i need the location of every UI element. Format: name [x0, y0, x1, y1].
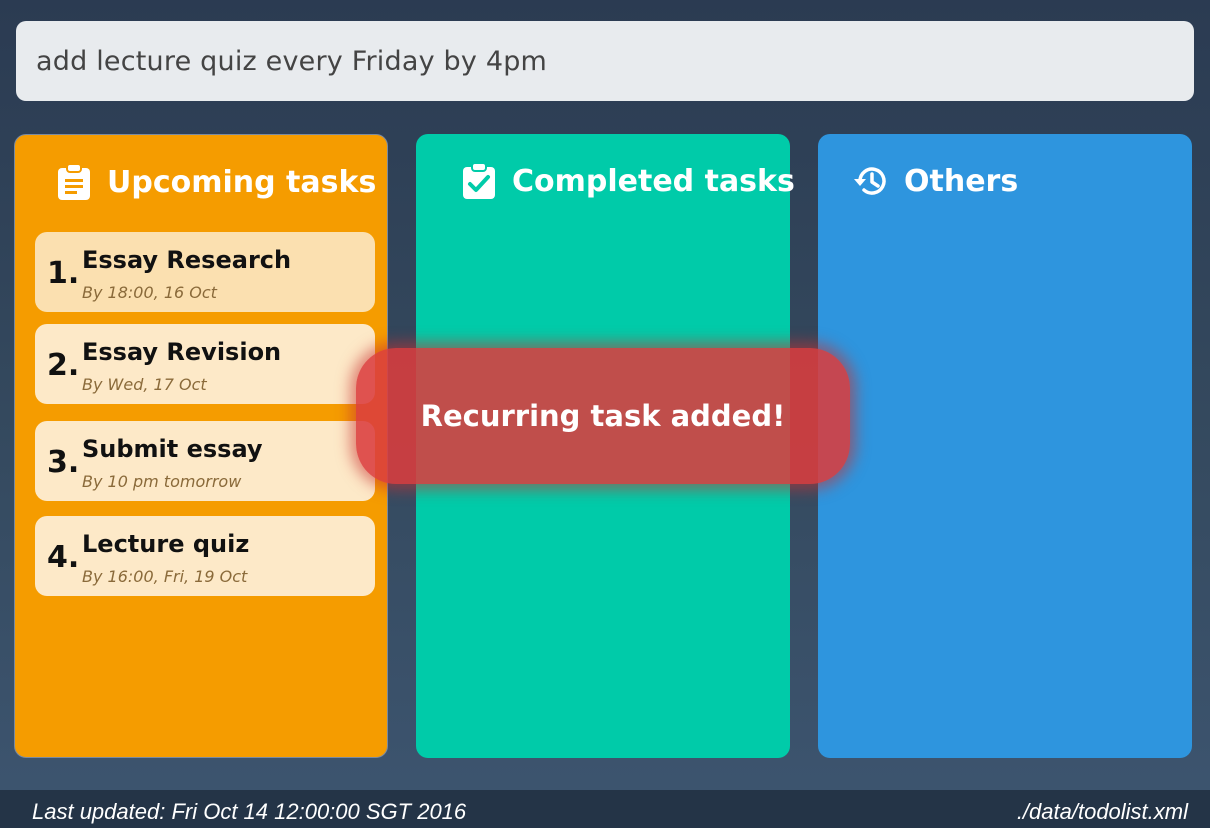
task-item[interactable]: 2. Essay Revision By Wed, 17 Oct	[35, 324, 375, 404]
task-number: 4.	[47, 540, 80, 575]
notification-toast: Recurring task added!	[356, 348, 850, 484]
others-header: Others	[852, 162, 1018, 200]
upcoming-tasks-panel: Upcoming tasks 1. Essay Research By 18:0…	[14, 134, 388, 758]
task-title: Submit essay	[82, 435, 263, 463]
task-due: By 10 pm tomorrow	[82, 472, 242, 491]
task-number: 2.	[47, 348, 80, 383]
status-bar: Last updated: Fri Oct 14 12:00:00 SGT 20…	[0, 790, 1210, 828]
task-title: Essay Revision	[82, 338, 282, 366]
task-due: By 18:00, 16 Oct	[82, 283, 217, 302]
others-title: Others	[904, 163, 1019, 199]
command-bar[interactable]	[16, 21, 1194, 101]
task-item[interactable]: 1. Essay Research By 18:00, 16 Oct	[35, 232, 375, 312]
task-title: Lecture quiz	[82, 530, 250, 558]
clipboard-check-icon	[460, 162, 498, 200]
clipboard-icon	[55, 163, 93, 201]
task-number: 1.	[47, 256, 80, 291]
last-updated-text: Last updated: Fri Oct 14 12:00:00 SGT 20…	[32, 799, 467, 824]
task-due: By 16:00, Fri, 19 Oct	[82, 567, 248, 586]
others-panel: Others	[818, 134, 1192, 758]
task-number: 3.	[47, 445, 80, 480]
completed-tasks-title: Completed tasks	[512, 163, 795, 199]
history-icon	[852, 162, 890, 200]
toast-message: Recurring task added!	[420, 399, 786, 433]
upcoming-tasks-header: Upcoming tasks	[55, 163, 376, 201]
task-item[interactable]: 3. Submit essay By 10 pm tomorrow	[35, 421, 375, 501]
completed-tasks-header: Completed tasks	[460, 162, 795, 200]
task-title: Essay Research	[82, 246, 292, 274]
command-input[interactable]	[36, 45, 1194, 77]
upcoming-tasks-title: Upcoming tasks	[107, 164, 377, 200]
file-path-text: ./data/todolist.xml	[1016, 799, 1188, 824]
task-due: By Wed, 17 Oct	[82, 375, 207, 394]
task-item[interactable]: 4. Lecture quiz By 16:00, Fri, 19 Oct	[35, 516, 375, 596]
